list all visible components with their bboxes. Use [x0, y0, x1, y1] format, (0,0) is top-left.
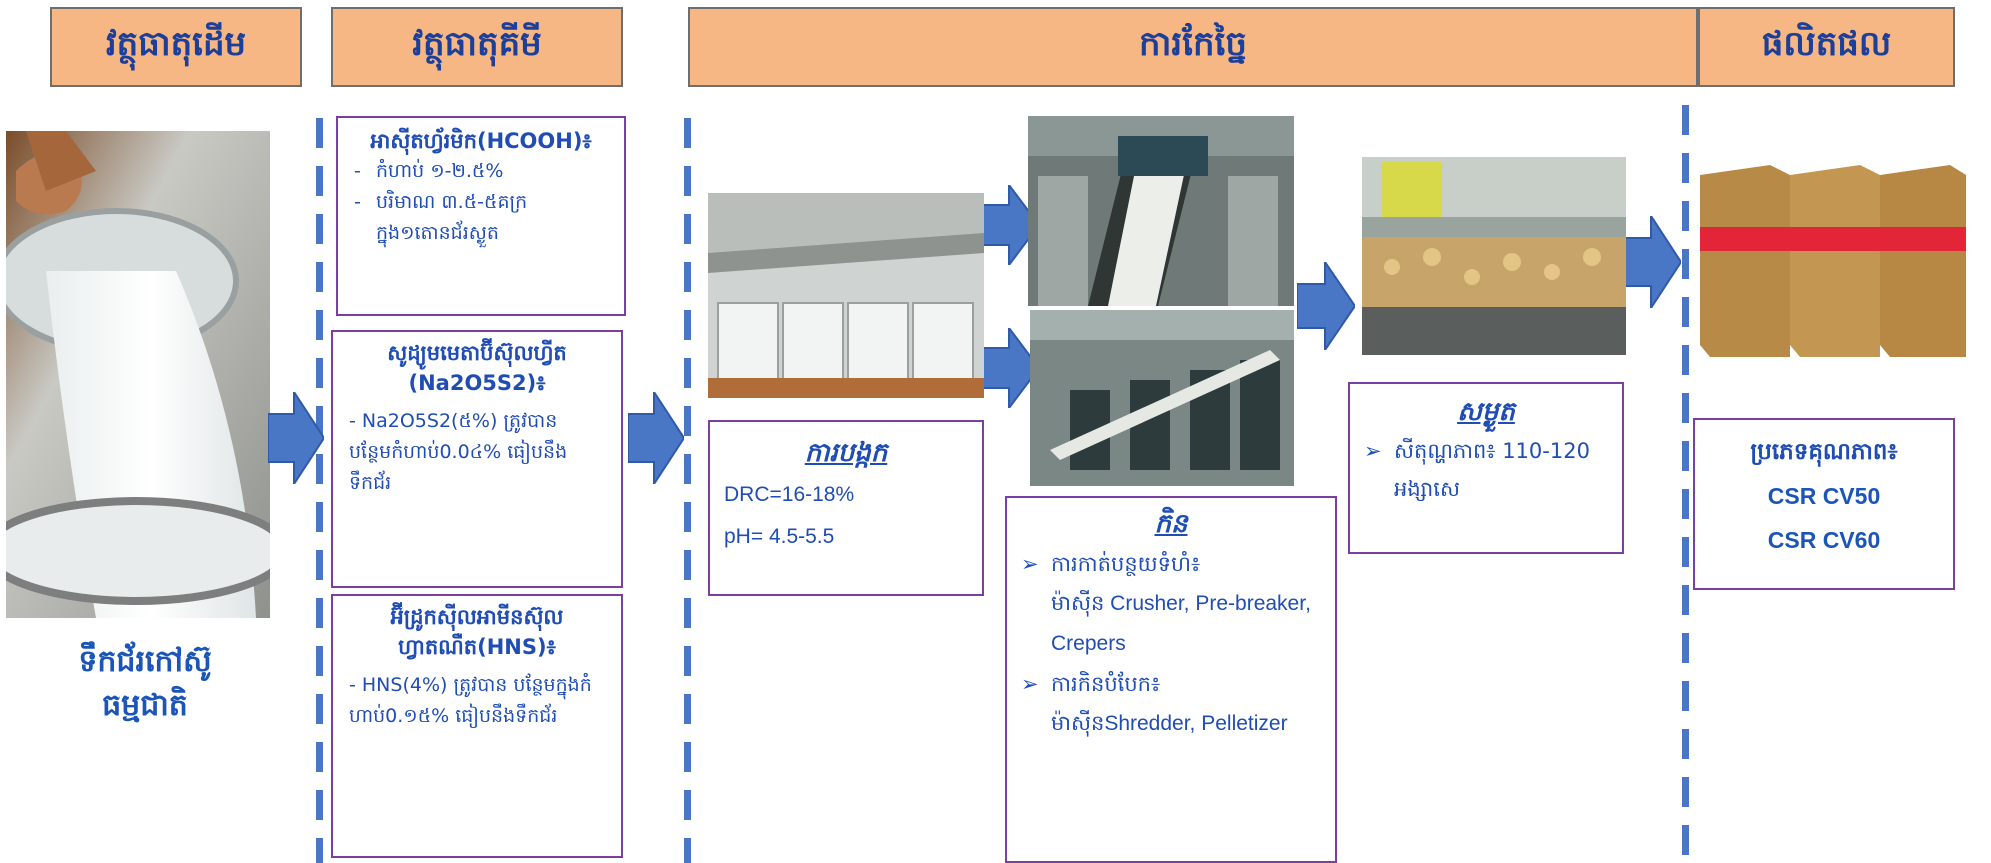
chem1-item1-mark: - — [354, 160, 361, 182]
header-product: ផលិតផល — [1698, 7, 1955, 87]
mill-title: កិន — [1154, 509, 1188, 539]
arrow-coag-to-mill-bottom — [982, 325, 1041, 412]
drying-box: សម្ងួត ➢ សីតុណ្ហភាព៖ 110-120 អង្សាសេ — [1348, 382, 1624, 554]
chem1-item1: - កំហាប់ ១-២.៥% — [354, 156, 608, 187]
milling-photo-bottom — [1030, 310, 1294, 486]
latex-photo — [6, 131, 270, 618]
arrow-coag-to-mill-top — [982, 182, 1041, 269]
arrow-mill-to-dry — [1296, 258, 1357, 354]
mill-bullet-1-mark: ➢ — [1021, 552, 1039, 576]
header-product-label: ផលិតផល — [1761, 24, 1892, 64]
dry-bullet-text: សីតុណ្ហភាព៖ 110-120 អង្សាសេ — [1394, 439, 1590, 501]
product-title: ប្រភេទគុណភាព៖ — [1750, 439, 1898, 465]
rubber-bales-photo — [1700, 165, 1966, 357]
arrow-chem-to-coag — [627, 388, 686, 488]
chem2-title-line2: (Na2O5S2)៖ — [408, 371, 546, 395]
header-processing-label: ការកែច្នៃ — [1139, 24, 1247, 64]
chem-box-sodium-metabisulfite: សូដ្យូមមេតាប៊ីស៊ុលហ្វីត (Na2O5S2)៖ - Na2… — [331, 330, 623, 588]
chem3-text: - HNS(4%) ត្រូវបាន បន្ថែមក្នុងកំហាប់0.១៥… — [349, 674, 592, 727]
chem1-item1-text: កំហាប់ ១-២.៥% — [376, 160, 504, 182]
arrow-dry-to-product — [1624, 212, 1683, 312]
header-aux-material-label: វត្ថុធាតុគីមី — [412, 24, 542, 64]
chem2-text: - Na2O5S2(៥%) ត្រូវបាន បន្ថែមកំហាប់0.0៤%… — [349, 410, 568, 494]
chem1-item2-mark: - — [354, 191, 361, 213]
dry-bullet-mark: ➢ — [1364, 439, 1382, 463]
dry-bullet: ➢ សីតុណ្ហភាព៖ 110-120 អង្សាសេ — [1364, 432, 1608, 508]
mill-bullet-1: ➢ ការកាត់បន្ថយទំហំ៖ ម៉ាស៊ីន Crusher, Pre… — [1021, 544, 1321, 664]
mill-bullet-1-text: ម៉ាស៊ីន Crusher, Pre-breaker, Crepers — [1051, 592, 1311, 655]
mill-bullet-2-text: ម៉ាស៊ីនShredder, Pelletizer — [1051, 712, 1288, 735]
chem1-title: អាស៊ីតហ្វ័រមិក(HCOOH)៖ — [370, 129, 592, 153]
chem2-title-line1: សូដ្យូមមេតាប៊ីស៊ុលហ្វីត — [387, 341, 567, 365]
product-grade-2: CSR CV60 — [1767, 527, 1881, 553]
header-raw-material-label: វត្ថុធាតុដើម — [105, 24, 247, 64]
separator-2 — [684, 118, 691, 863]
coag-ph: pH= 4.5-5.5 — [724, 525, 835, 548]
header-raw-material: វត្ថុធាតុដើម — [50, 7, 302, 87]
chem3-title-line2: ហ្វាតណឺត(HNS)៖ — [398, 635, 556, 659]
dry-title: សម្ងួត — [1457, 397, 1515, 427]
coag-drc: DRC=16-18% — [724, 483, 855, 506]
arrow-raw-to-chem — [267, 388, 326, 488]
mill-bullet-2: ➢ ការកិនបំបែក៖ ម៉ាស៊ីនShredder, Pelletiz… — [1021, 664, 1321, 744]
mill-bullet-1-title: ការកាត់បន្ថយទំហំ៖ — [1051, 552, 1201, 576]
separator-1 — [316, 118, 323, 863]
chem1-item2: - បរិមាណ ៣.៥-៥គក្រ ក្នុង១តោនជ័រស្ងួត — [354, 187, 608, 249]
separator-3 — [1682, 105, 1689, 863]
mill-bullet-2-title: ការកិនបំបែក៖ — [1051, 672, 1161, 696]
chem-box-formic-acid: អាស៊ីតហ្វ័រមិក(HCOOH)៖ - កំហាប់ ១-២.៥% -… — [336, 116, 626, 316]
chem1-item2-text: បរិមាណ ៣.៥-៥គក្រ ក្នុង១តោនជ័រស្ងួត — [376, 191, 528, 244]
chem-box-hns: អ៊ីដ្រូកស៊ីលអាមីនស៊ុល ហ្វាតណឺត(HNS)៖ - H… — [331, 594, 623, 858]
product-grade-1: CSR CV50 — [1767, 483, 1881, 509]
raw-caption-line2: ធម្មជាតិ — [102, 688, 188, 723]
coagulation-photo — [708, 193, 984, 398]
coagulation-box: ការបង្កក DRC=16-18% pH= 4.5-5.5 — [708, 420, 984, 596]
header-aux-material: វត្ថុធាតុគីមី — [331, 7, 623, 87]
raw-caption: ទឹកជ័រកៅស៊ូ ធម្មជាតិ — [40, 640, 250, 728]
coag-title: ការបង្កក — [804, 438, 888, 468]
milling-photo-top — [1028, 116, 1294, 306]
chem3-title-line1: អ៊ីដ្រូកស៊ីលអាមីនស៊ុល — [390, 605, 564, 629]
header-processing: ការកែច្នៃ — [688, 7, 1698, 87]
product-box: ប្រភេទគុណភាព៖ CSR CV50 CSR CV60 — [1693, 418, 1955, 590]
raw-caption-line1: ទឹកជ័រកៅស៊ូ — [78, 644, 212, 679]
milling-box: កិន ➢ ការកាត់បន្ថយទំហំ៖ ម៉ាស៊ីន Crusher,… — [1005, 496, 1337, 863]
mill-bullet-2-mark: ➢ — [1021, 672, 1039, 696]
drying-photo — [1362, 157, 1626, 355]
